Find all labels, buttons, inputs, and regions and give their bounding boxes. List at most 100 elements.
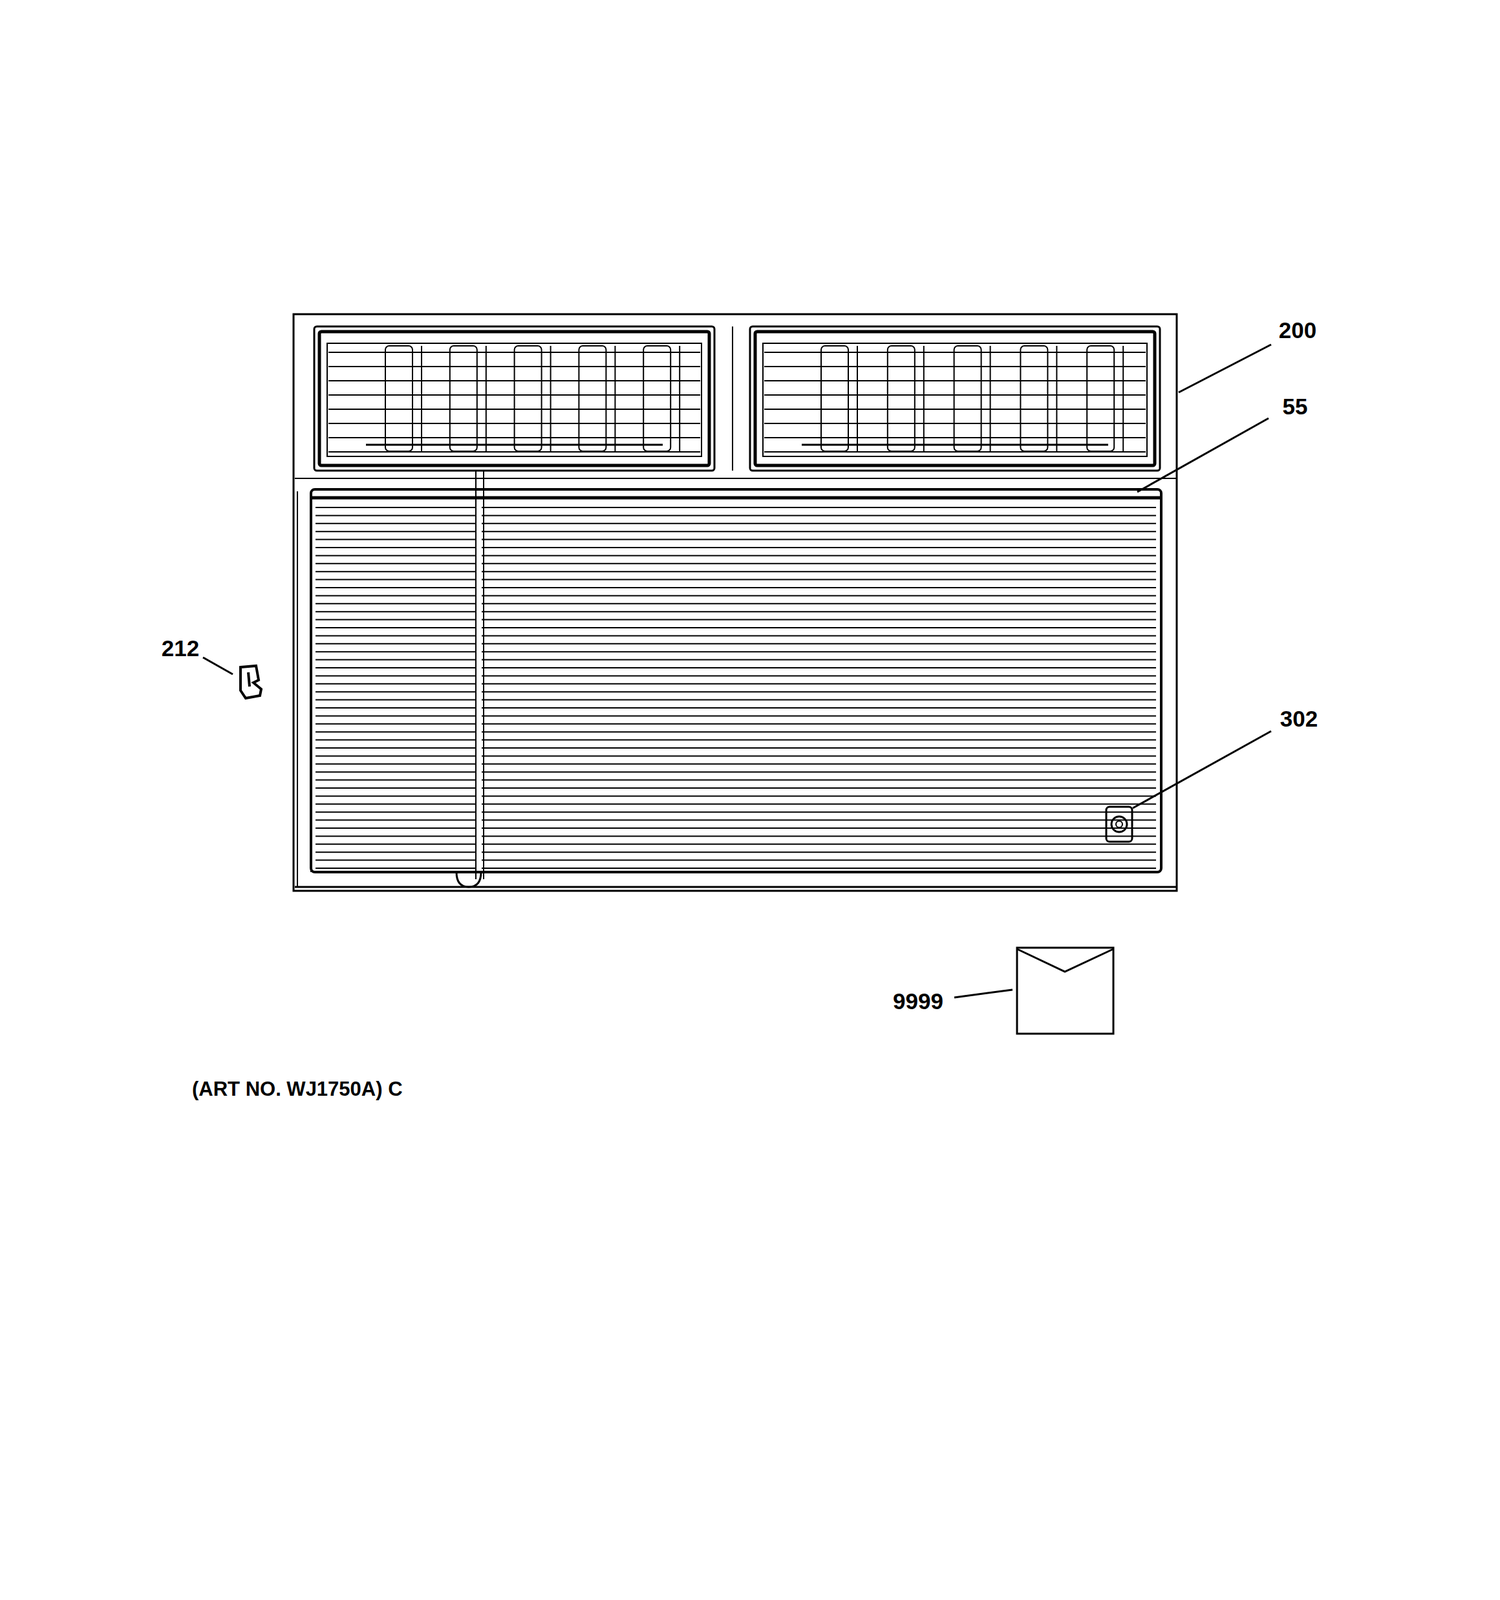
line (315, 819, 476, 822)
line (315, 795, 476, 797)
outline (514, 345, 542, 452)
line (315, 707, 476, 709)
line (481, 851, 1157, 853)
line (481, 715, 1157, 717)
line (1178, 344, 1272, 393)
line (550, 345, 552, 452)
line (481, 787, 1157, 789)
line (485, 345, 487, 452)
line (481, 610, 1157, 613)
line (315, 634, 476, 637)
line (315, 659, 476, 661)
line (954, 989, 1013, 998)
line (315, 763, 476, 765)
line (315, 779, 476, 782)
line (420, 345, 423, 452)
line (764, 451, 1146, 453)
line (481, 723, 1157, 725)
line (481, 691, 1157, 693)
line (481, 795, 1157, 797)
line (315, 715, 476, 717)
line (481, 594, 1157, 597)
line (481, 539, 1157, 541)
line (315, 739, 476, 741)
line (315, 699, 476, 701)
line (315, 506, 476, 509)
outline (327, 343, 702, 457)
line (481, 627, 1157, 629)
callout-number: 302 (1280, 707, 1318, 730)
line (989, 345, 992, 452)
line (481, 867, 1157, 869)
line (481, 859, 1157, 862)
line (315, 530, 476, 533)
line (315, 859, 476, 862)
outline (1086, 345, 1115, 452)
line (328, 451, 701, 453)
line (315, 731, 476, 733)
outline (314, 326, 715, 471)
outline (450, 345, 478, 452)
line (315, 643, 476, 645)
outline (887, 345, 915, 452)
line (315, 627, 476, 629)
outline (755, 331, 1155, 466)
line (856, 345, 858, 452)
line (315, 691, 476, 693)
logo (1111, 816, 1127, 833)
line (481, 546, 1157, 549)
line (481, 634, 1157, 637)
line (801, 444, 1109, 447)
line (315, 755, 476, 757)
line (481, 755, 1157, 757)
outline (578, 345, 606, 452)
line (481, 811, 1157, 813)
outline (1020, 345, 1048, 452)
line (481, 843, 1157, 846)
line (481, 667, 1157, 669)
housing-drawing (203, 314, 1272, 1034)
callout-number: 9999 (892, 989, 944, 1013)
line (315, 675, 476, 677)
line (481, 643, 1157, 645)
line (481, 827, 1157, 829)
line (481, 523, 1157, 525)
line (481, 731, 1157, 733)
cord-end (456, 872, 482, 888)
line (315, 787, 476, 789)
line (481, 771, 1157, 773)
line (481, 603, 1157, 605)
line (481, 683, 1157, 685)
line (315, 667, 476, 669)
callout-number: 55 (1282, 395, 1308, 418)
art-number: (ART NO. WJ1750A) C (192, 1079, 403, 1100)
line (315, 803, 476, 805)
line (315, 651, 476, 653)
logo (1115, 821, 1123, 828)
envelope-flap (1017, 949, 1114, 972)
line (315, 514, 476, 516)
line (315, 594, 476, 597)
line (481, 707, 1157, 709)
line (315, 723, 476, 725)
outline (1017, 947, 1114, 1034)
line (481, 675, 1157, 677)
line (481, 819, 1157, 822)
outline (750, 326, 1160, 471)
line (481, 579, 1157, 581)
line (296, 491, 299, 888)
outline (643, 345, 671, 452)
line (923, 345, 925, 452)
callout-number: 212 (161, 636, 200, 660)
line (315, 843, 476, 846)
line (315, 570, 476, 573)
line (1122, 345, 1124, 452)
line (481, 554, 1157, 557)
line (310, 496, 1162, 500)
line (310, 491, 312, 873)
line (481, 530, 1157, 533)
line (481, 699, 1157, 701)
outline (293, 314, 1177, 891)
line (315, 619, 476, 621)
line (481, 659, 1157, 661)
